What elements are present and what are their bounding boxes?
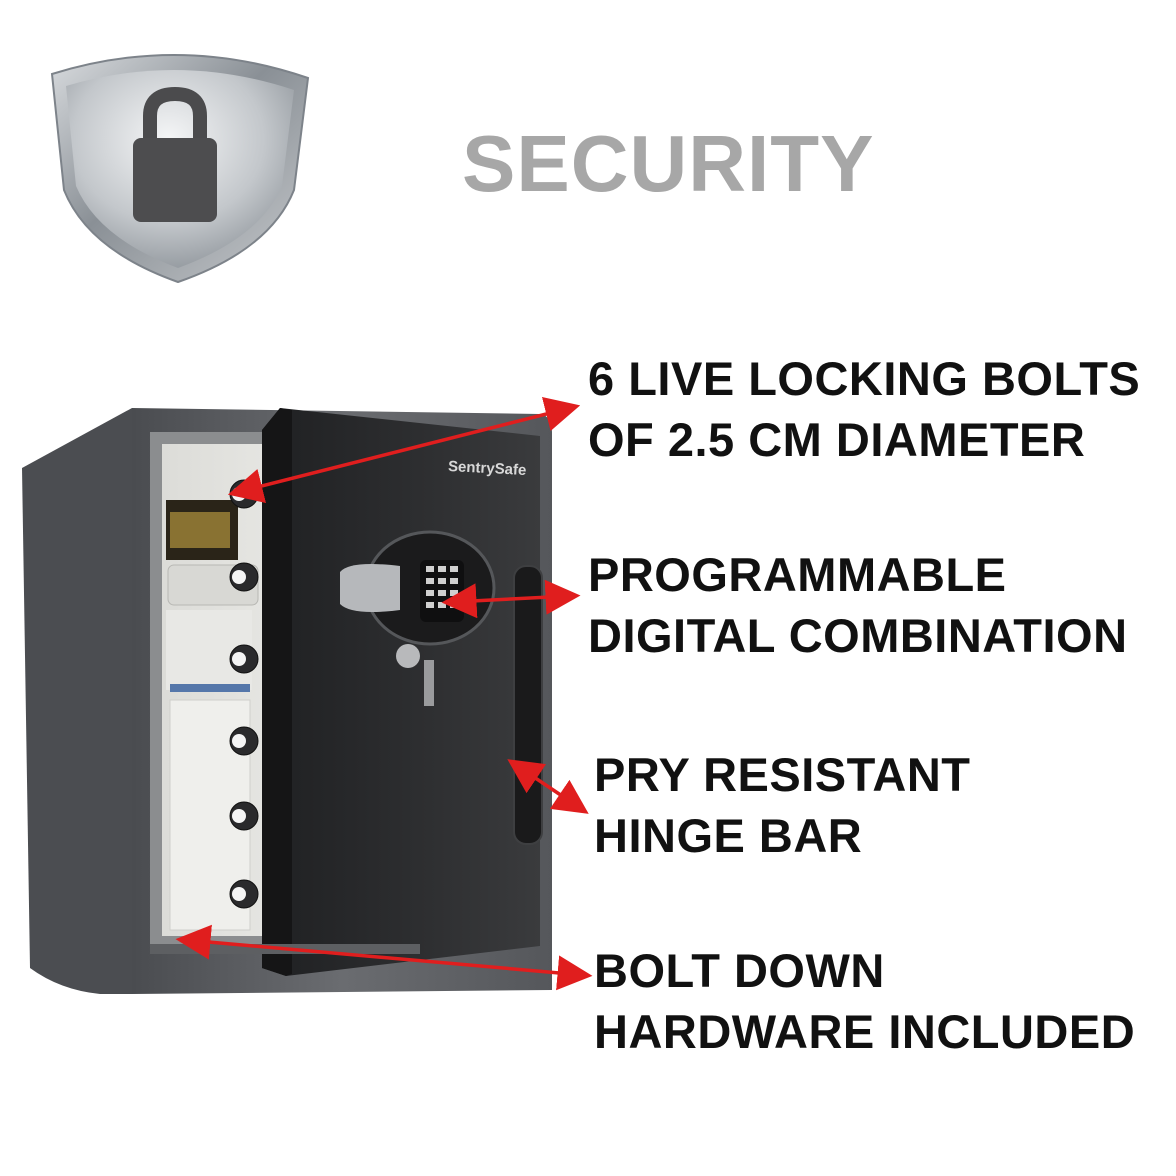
- shield-padlock-icon: [50, 53, 310, 284]
- bolt-down-arrow: [175, 924, 593, 991]
- keypad-arrow: [441, 579, 581, 619]
- feature-locking-bolts: 6 LIVE LOCKING BOLTS OF 2.5 CM DIAMETER: [588, 348, 1140, 470]
- feature-hinge-bar: PRY RESISTANT HINGE BAR: [594, 744, 970, 866]
- bolts-arrow: [227, 397, 581, 503]
- feature-line: 6 LIVE LOCKING BOLTS: [588, 352, 1141, 405]
- feature-line: PRY RESISTANT: [594, 748, 971, 801]
- feature-line: DIGITAL COMBINATION: [588, 609, 1128, 662]
- feature-line: HINGE BAR: [594, 809, 863, 862]
- feature-line: BOLT DOWN: [594, 944, 885, 997]
- feature-line: HARDWARE INCLUDED: [594, 1005, 1136, 1058]
- page-title: SECURITY: [462, 119, 875, 208]
- feature-bolt-down: BOLT DOWN HARDWARE INCLUDED: [594, 940, 1135, 1062]
- feature-digital-combination: PROGRAMMABLE DIGITAL COMBINATION: [588, 544, 1128, 666]
- feature-line: OF 2.5 CM DIAMETER: [588, 413, 1086, 466]
- feature-line: PROGRAMMABLE: [588, 548, 1007, 601]
- hinge-arrow: [507, 759, 589, 814]
